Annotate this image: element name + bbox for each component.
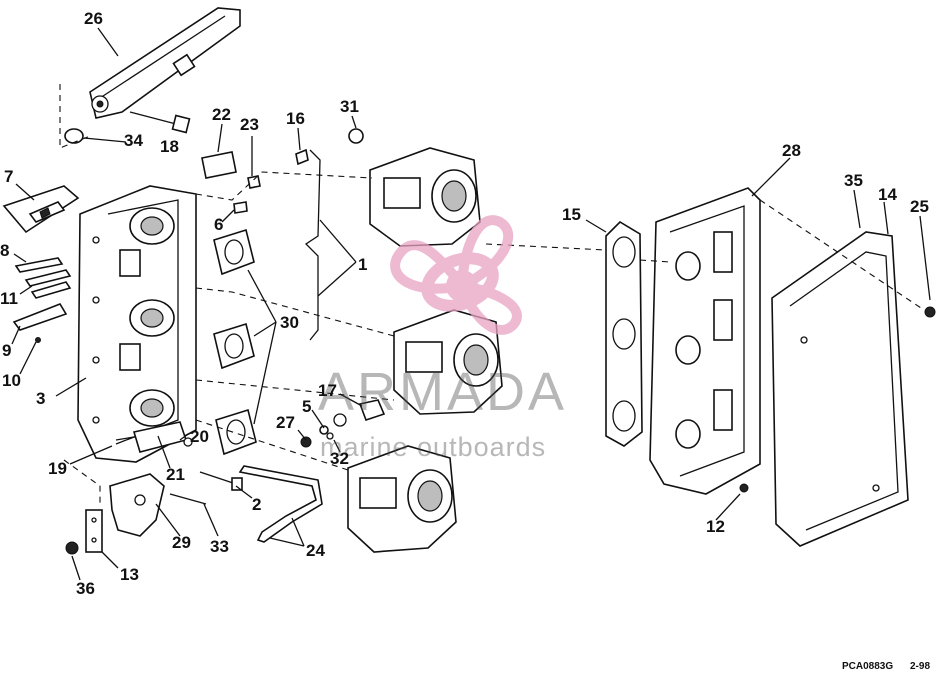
part-36-screw (65, 541, 79, 555)
part-2-screw (199, 471, 243, 491)
callout-13: 13 (120, 565, 139, 584)
callout-5: 5 (302, 397, 311, 416)
callout-12: 12 (706, 517, 725, 536)
callout-26: 26 (84, 9, 103, 28)
alignment-lines (59, 84, 925, 506)
callout-25: 25 (910, 197, 929, 216)
callout-14: 14 (878, 185, 897, 204)
callout-23: 23 (240, 115, 259, 134)
callout-8: 8 (0, 241, 9, 260)
carburetor-top (348, 128, 481, 247)
watermark: ARMADA marine outboards (318, 215, 567, 462)
part-24-hose (238, 465, 323, 543)
parts-8-11-9-10-reed-plates (12, 257, 72, 343)
callout-7: 7 (4, 167, 13, 186)
callout-1: 1 (358, 255, 367, 274)
callout-11: 11 (0, 289, 18, 308)
part-29-bracket (109, 473, 165, 537)
callout-labels: 26 22 23 16 31 18 34 7 6 28 35 14 25 15 … (0, 9, 929, 598)
callout-35: 35 (844, 171, 863, 190)
part-3-intake-manifold (77, 185, 197, 463)
part-1-linkage-rod (304, 149, 321, 341)
callout-36: 36 (76, 579, 95, 598)
callout-24: 24 (306, 541, 325, 560)
part-7-reed-cover (2, 185, 80, 234)
callout-6: 6 (214, 215, 223, 234)
watermark-brand: ARMADA (318, 362, 567, 422)
part-26-housing-arm (64, 7, 241, 144)
callout-16: 16 (286, 109, 305, 128)
carburetor-middle (393, 309, 503, 415)
callout-20: 20 (190, 427, 209, 446)
callout-31: 31 (340, 97, 359, 116)
part-33-bolt (169, 493, 207, 505)
callout-22: 22 (212, 105, 231, 124)
callout-18: 18 (160, 137, 179, 156)
carburetor-bottom (347, 445, 457, 553)
parts-17-5-27-32-hardware (300, 399, 386, 448)
callout-21: 21 (166, 465, 185, 484)
part-15-gasket (605, 220, 643, 447)
callout-32: 32 (330, 449, 349, 468)
part-13-plate (85, 509, 103, 553)
figure-code: PCA0883G (842, 661, 893, 672)
propeller-logo (390, 215, 522, 335)
part-18-bolt (129, 111, 191, 134)
part-28-silencer-base (649, 187, 761, 495)
part-14-35-silencer-cover (771, 231, 909, 547)
callout-28: 28 (782, 141, 801, 160)
callout-3: 3 (36, 389, 45, 408)
page-number: 2-98 (910, 661, 930, 672)
parts-12-25-screws (739, 306, 936, 493)
footer-reference: PCA0883G 2-98 (842, 661, 930, 672)
callout-2: 2 (252, 495, 261, 514)
parts-22-23-6-16-fittings (201, 148, 309, 214)
callout-30: 30 (280, 313, 299, 332)
callout-15: 15 (562, 205, 581, 224)
callout-10: 10 (2, 371, 21, 390)
callout-17: 17 (318, 381, 337, 400)
parts-19-20-21 (132, 421, 193, 453)
callout-29: 29 (172, 533, 191, 552)
part-30-gaskets (213, 228, 257, 456)
leader-lines (11, 27, 931, 581)
callout-33: 33 (210, 537, 229, 556)
callout-9: 9 (2, 341, 11, 360)
callout-27: 27 (276, 413, 295, 432)
callout-34: 34 (124, 131, 143, 150)
watermark-tagline: marine outboards (320, 432, 546, 462)
callout-19: 19 (48, 459, 67, 478)
